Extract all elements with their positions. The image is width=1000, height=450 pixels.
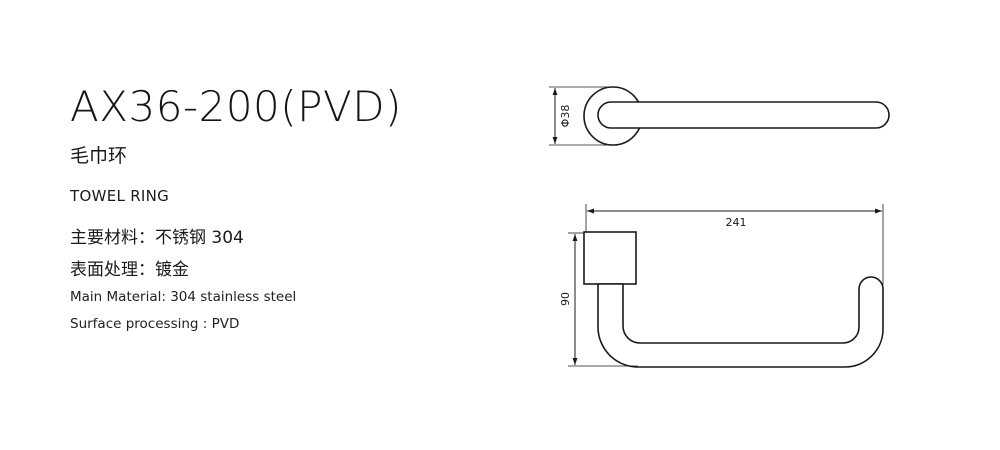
finish-cn: 表面处理：镀金: [70, 260, 189, 280]
material-en: Main Material: 304 stainless steel: [70, 289, 297, 305]
height-label: 90: [559, 292, 572, 306]
spec-block: AX36-200(PVD) 毛巾环 TOWEL RING 主要材料：不锈钢 30…: [70, 0, 490, 450]
u-ring-outline: [597, 276, 884, 368]
ring-bar-outline: [597, 101, 890, 129]
top-view: Φ38: [549, 86, 890, 146]
product-name-en: TOWEL RING: [70, 187, 170, 205]
length-label: 241: [726, 216, 747, 229]
diameter-label: Φ38: [559, 105, 572, 128]
product-name-cn: 毛巾环: [70, 145, 128, 167]
material-cn: 主要材料：不锈钢 304: [70, 228, 244, 248]
mounting-block: [583, 231, 637, 285]
front-view: 241 90: [559, 204, 884, 368]
model-number: AX36-200(PVD): [70, 82, 402, 131]
finish-en: Surface processing : PVD: [70, 316, 240, 332]
